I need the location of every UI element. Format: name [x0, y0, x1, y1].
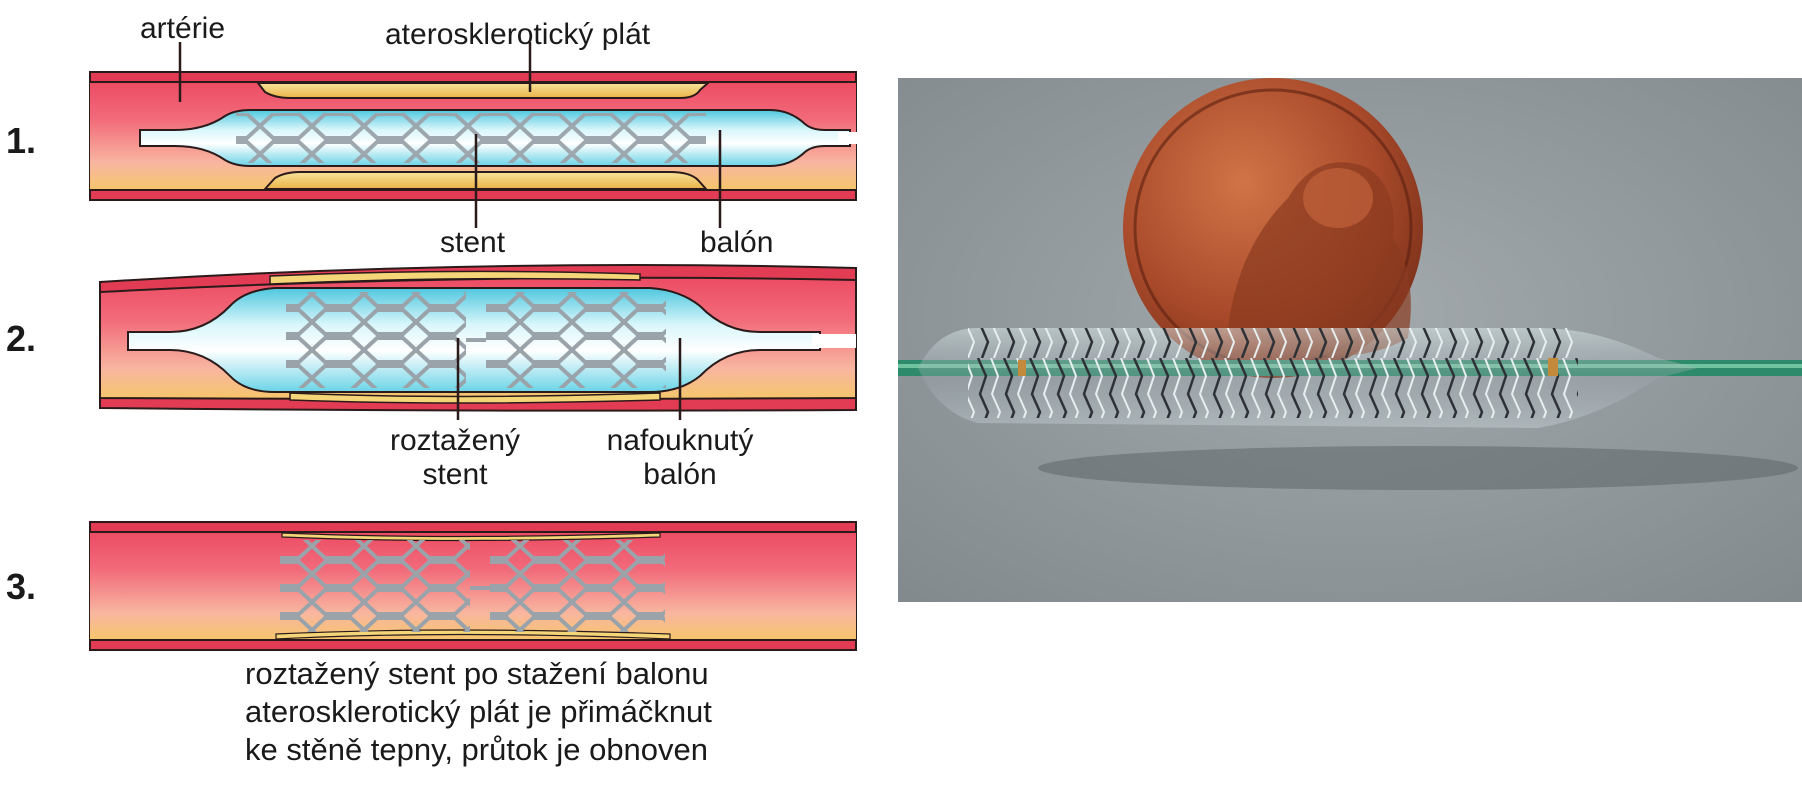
- caption-line-1: roztažený stent po stažení balonu: [245, 656, 709, 691]
- panel-2: [99, 264, 857, 412]
- step-number-2: 2.: [6, 318, 37, 359]
- label-plaque: aterosklerotický plát: [385, 18, 651, 51]
- panel-1: [89, 71, 858, 201]
- label-balloon: balón: [700, 226, 774, 259]
- stent-photo: [898, 78, 1802, 602]
- label-expanded-stent-line2: stent: [422, 458, 488, 491]
- label-inflated-balloon: nafouknutý balón: [590, 424, 770, 492]
- step-number-3: 3.: [6, 566, 37, 607]
- label-inflated-balloon-line1: nafouknutý: [606, 424, 754, 457]
- caption: roztažený stent po stažení balonu ateros…: [245, 655, 712, 769]
- panel-3: [89, 521, 857, 651]
- plaque-bottom-1: [262, 171, 709, 190]
- stent-mesh: [968, 328, 1578, 418]
- label-inflated-balloon-line2: balón: [643, 458, 717, 491]
- leader-lines: [178, 42, 722, 420]
- stent-procedure-diagram: [89, 42, 858, 651]
- label-stent: stent: [440, 226, 506, 259]
- stent-expanded-segment-a: [286, 292, 466, 388]
- plaque-top-1: [255, 82, 711, 99]
- stent-compressed: [236, 113, 706, 163]
- caption-line-2: aterosklerotický plát je přimáčknut: [245, 694, 712, 729]
- label-expanded-stent: roztažený stent: [380, 424, 530, 492]
- label-artery: artérie: [140, 12, 226, 45]
- caption-line-3: ke stěně tepny, průtok je obnoven: [245, 732, 709, 767]
- stent-deployed-segment-a: [280, 540, 470, 632]
- stent-expanded-segment-b: [486, 292, 666, 388]
- step-number-1: 1.: [6, 120, 37, 161]
- label-expanded-stent-line1: roztažený: [389, 424, 521, 457]
- stent-deployed-segment-b: [490, 540, 665, 632]
